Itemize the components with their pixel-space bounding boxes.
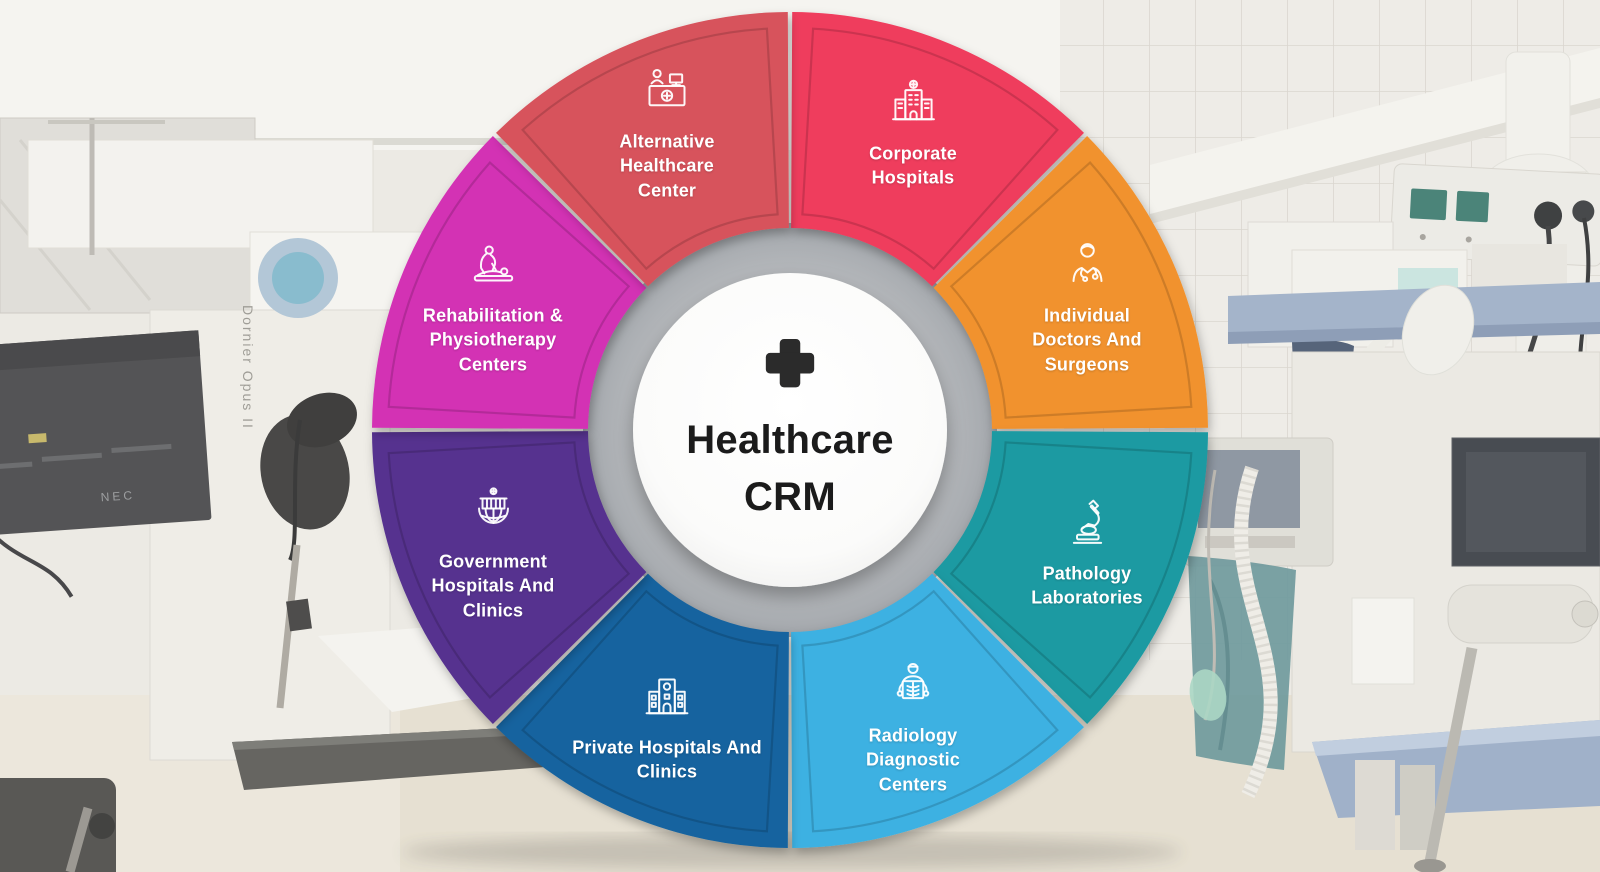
monitor-back: NEC <box>0 330 212 598</box>
wheel-segments <box>372 12 1208 848</box>
wheel-center-content: Healthcare CRM <box>660 334 920 526</box>
wheel-segment-government-hospitals-and-clinics <box>372 431 647 724</box>
monitor-brand-label: NEC <box>100 488 135 504</box>
segment-panel-outline <box>949 161 1193 419</box>
segment-panel-outline <box>521 589 779 833</box>
wheel-segment-corporate-hospitals <box>791 12 1084 287</box>
wheel-segment-radiology-diagnostic-centers <box>791 573 1084 848</box>
wheel-segment-private-hospitals-and-clinics <box>496 573 789 848</box>
medical-plus-icon <box>765 339 815 388</box>
machine-side-label: Dornier Opus II <box>240 305 256 430</box>
wheel-segment-pathology-laboratories <box>933 431 1208 724</box>
segment-panel-outline <box>801 589 1059 833</box>
wheel-segment-alternative-healthcare-center <box>496 12 789 287</box>
segment-panel-outline <box>801 27 1059 271</box>
wheel-segment-individual-doctors-and-surgeons <box>933 136 1208 429</box>
segment-panel-outline <box>521 27 779 271</box>
segment-panel-outline <box>387 161 631 419</box>
segment-panel-outline <box>949 441 1193 699</box>
segment-panel-outline <box>387 441 631 699</box>
center-title: Healthcare CRM <box>686 418 894 519</box>
wheel-segment-rehabilitation-physiotherapy-centers <box>372 136 647 429</box>
center-circle <box>633 273 947 587</box>
